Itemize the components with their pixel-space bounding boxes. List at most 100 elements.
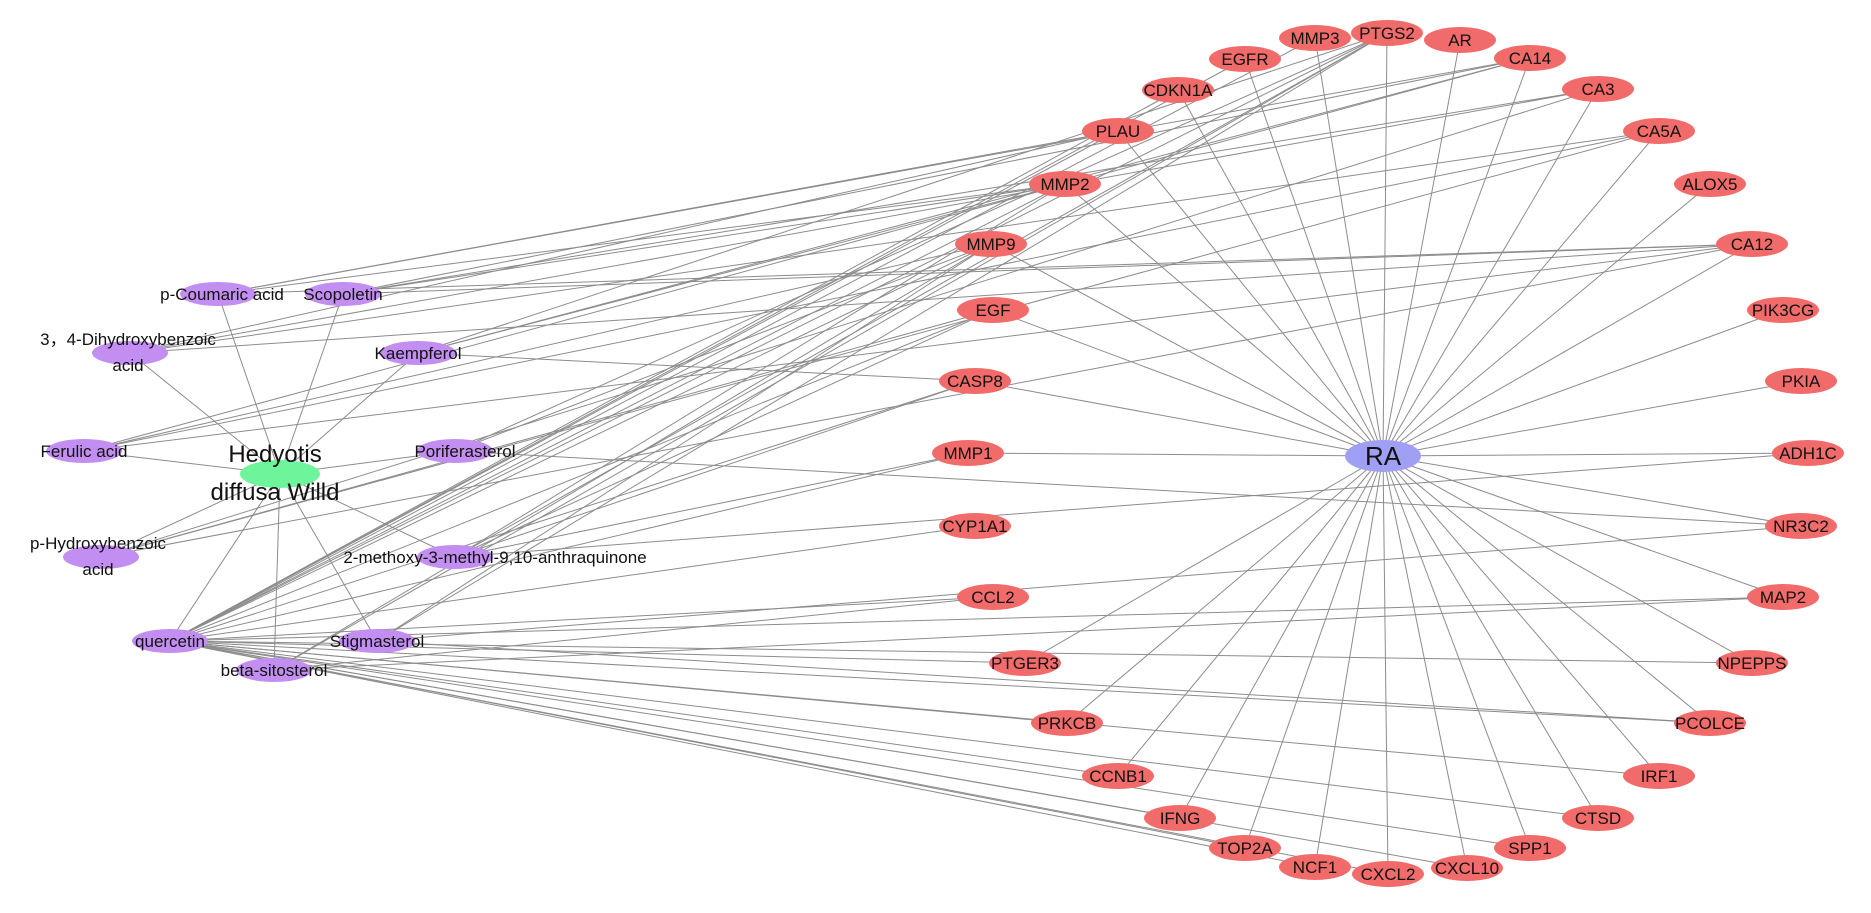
- disease-node-ra[interactable]: RA: [1345, 440, 1421, 472]
- target-label: PIK3CG: [1752, 301, 1814, 320]
- target-label: NCF1: [1293, 858, 1337, 877]
- target-label: AR: [1448, 31, 1472, 50]
- target-ellipse: [1494, 835, 1566, 861]
- target-node-alox5[interactable]: ALOX5: [1674, 171, 1746, 197]
- target-ellipse: [1279, 854, 1351, 880]
- compound-node-anthraquinone[interactable]: 2-methoxy-3-methyl-9,10-anthraquinone: [343, 545, 647, 569]
- compound-label: Scopoletin: [303, 285, 382, 304]
- target-node-ncf1[interactable]: NCF1: [1279, 854, 1351, 880]
- edge-quercetin-NCF1: [169, 640, 1316, 868]
- target-node-cxcl10[interactable]: CXCL10: [1431, 855, 1503, 881]
- edge-quercetin-CYP1A1: [169, 525, 976, 642]
- edge-RA-EGF: [992, 309, 1384, 457]
- edge-quercetin-MMP1: [169, 452, 969, 642]
- target-ellipse: [1031, 710, 1103, 736]
- edge-phba-CA5A: [100, 130, 1660, 558]
- edge-herb-phba: [100, 473, 281, 558]
- compound-label: 3，4-Dihydroxybenzoic: [40, 330, 216, 349]
- target-node-ar[interactable]: AR: [1424, 27, 1496, 53]
- target-node-cyp1a1[interactable]: CYP1A1: [939, 513, 1011, 539]
- target-node-spp1[interactable]: SPP1: [1494, 835, 1566, 861]
- target-label: PTGER3: [991, 654, 1059, 673]
- edge-herb-kaempferol: [279, 352, 419, 475]
- target-node-irf1[interactable]: IRF1: [1623, 763, 1695, 789]
- edge-RA-MMP1: [967, 452, 1384, 457]
- edge-poriferasterol-PTGS2: [454, 32, 1388, 452]
- target-label: ADH1C: [1779, 444, 1837, 463]
- edge-RA-NCF1: [1314, 455, 1384, 868]
- compound-ellipse: [417, 545, 493, 569]
- target-node-npepps[interactable]: NPEPPS: [1716, 650, 1788, 676]
- compound-node-coumaric[interactable]: p-Coumaric acid: [160, 282, 284, 306]
- compound-node-quercetin[interactable]: quercetin: [132, 629, 208, 653]
- target-ellipse: [1562, 805, 1634, 831]
- edge-poriferasterol-MMP9: [454, 243, 992, 452]
- edge-herb-quercetin: [169, 473, 281, 642]
- target-node-ifng[interactable]: IFNG: [1144, 805, 1216, 831]
- target-ellipse: [1279, 25, 1351, 51]
- compound-node-sitosterol[interactable]: beta-sitosterol: [221, 658, 328, 682]
- edge-RA-CDKN1A: [1177, 89, 1384, 457]
- target-node-top2a[interactable]: TOP2A: [1209, 835, 1281, 861]
- edge-kaempferol-MMP2: [417, 183, 1066, 354]
- target-node-adh1c[interactable]: ADH1C: [1772, 440, 1844, 466]
- edge-kaempferol-PTGS2: [417, 32, 1388, 354]
- target-node-pcolce[interactable]: PCOLCE: [1674, 710, 1746, 736]
- target-node-ca12[interactable]: CA12: [1716, 231, 1788, 257]
- target-node-mmp3[interactable]: MMP3: [1279, 25, 1351, 51]
- target-node-ca3[interactable]: CA3: [1562, 76, 1634, 102]
- edge-scopoletin-CA3: [342, 88, 1599, 295]
- target-node-mmp1[interactable]: MMP1: [932, 440, 1004, 466]
- target-label: IFNG: [1160, 809, 1201, 828]
- edge-phba-EGF: [100, 309, 994, 558]
- target-node-casp8[interactable]: CASP8: [939, 368, 1011, 394]
- target-ellipse: [1209, 46, 1281, 72]
- target-node-ccnb1[interactable]: CCNB1: [1082, 763, 1154, 789]
- compound-node-scopoletin[interactable]: Scopoletin: [303, 282, 383, 306]
- target-node-ca5a[interactable]: CA5A: [1623, 118, 1695, 144]
- target-ellipse: [957, 584, 1029, 610]
- target-node-ptger3[interactable]: PTGER3: [989, 650, 1061, 676]
- target-node-nr3c2[interactable]: NR3C2: [1765, 513, 1837, 539]
- target-node-plau[interactable]: PLAU: [1082, 118, 1154, 144]
- target-node-cxcl2[interactable]: CXCL2: [1352, 861, 1424, 887]
- target-node-ptgs2[interactable]: PTGS2: [1351, 20, 1423, 46]
- target-node-mmp2[interactable]: MMP2: [1029, 171, 1101, 197]
- target-label: MMP9: [966, 235, 1015, 254]
- compound-node-poriferasterol[interactable]: Poriferasterol: [414, 439, 516, 463]
- compound-ellipse: [236, 658, 312, 682]
- target-ellipse: [1351, 20, 1423, 46]
- edge-anthraquinone-MMP1: [454, 452, 969, 558]
- target-node-pik3cg[interactable]: PIK3CG: [1747, 297, 1819, 323]
- compound-label: Ferulic acid: [41, 442, 128, 461]
- target-node-pkia[interactable]: PKIA: [1765, 368, 1837, 394]
- edge-coumaric-CA12: [217, 243, 1753, 295]
- target-label: IRF1: [1641, 767, 1678, 786]
- target-node-cdkn1a[interactable]: CDKN1A: [1142, 77, 1214, 103]
- target-label: CYP1A1: [942, 517, 1007, 536]
- target-node-egfr[interactable]: EGFR: [1209, 46, 1281, 72]
- edge-scopoletin-CA12: [342, 243, 1753, 295]
- target-node-ctsd[interactable]: CTSD: [1562, 805, 1634, 831]
- target-node-egf[interactable]: EGF: [957, 297, 1029, 323]
- compound-node-ferulic[interactable]: Ferulic acid: [41, 439, 128, 463]
- target-label: CA14: [1509, 49, 1552, 68]
- edge-quercetin-CCNB1: [169, 640, 1119, 777]
- target-ellipse: [939, 368, 1011, 394]
- target-node-prkcb[interactable]: PRKCB: [1031, 710, 1103, 736]
- compound-node-stigmasterol[interactable]: Stigmasterol: [330, 629, 424, 653]
- compound-label: p-Hydroxybenzoic: [30, 534, 167, 553]
- target-ellipse: [1494, 45, 1566, 71]
- target-node-map2[interactable]: MAP2: [1747, 584, 1819, 610]
- target-node-ccl2[interactable]: CCL2: [957, 584, 1029, 610]
- target-node-ca14[interactable]: CA14: [1494, 45, 1566, 71]
- target-node-mmp9[interactable]: MMP9: [955, 231, 1027, 257]
- edge-ferulic-CA12: [83, 243, 1753, 452]
- compound-node-kaempferol[interactable]: Kaempferol: [375, 341, 462, 365]
- target-label: NPEPPS: [1718, 654, 1787, 673]
- target-label: MMP3: [1290, 29, 1339, 48]
- target-label: CXCL10: [1435, 859, 1499, 878]
